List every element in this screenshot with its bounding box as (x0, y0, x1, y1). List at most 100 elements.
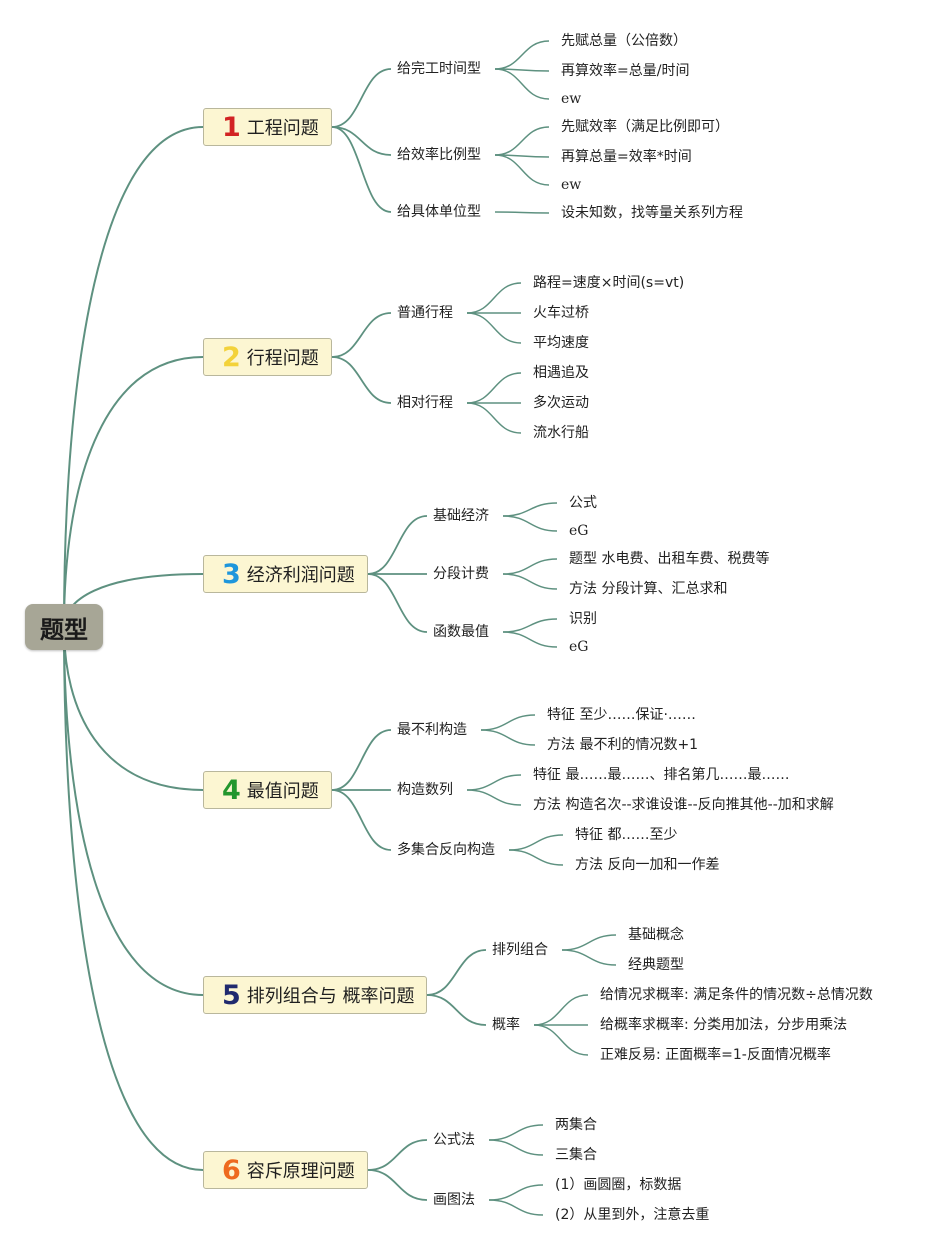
leaf-node[interactable]: 特征 至少……保证·…… (547, 707, 696, 723)
leaf-node[interactable]: 三集合 (555, 1147, 597, 1163)
topic-connector (367, 1139, 428, 1171)
leaf-node[interactable]: 先赋总量（公倍数） (561, 33, 687, 49)
leaf-connector (502, 573, 558, 590)
root-connector (63, 626, 204, 996)
leaf-connector (494, 154, 550, 186)
leaf-node[interactable]: 特征 都……至少 (575, 827, 678, 843)
leaf-connector (494, 68, 550, 100)
leaf-connector (561, 949, 617, 966)
leaf-node[interactable]: 基础概念 (628, 927, 684, 943)
subtopic-node[interactable]: 给完工时间型 (397, 61, 481, 77)
topic-connector (426, 994, 487, 1026)
root-label: 题型 (40, 615, 88, 644)
leaf-node[interactable]: 再算总量=效率*时间 (561, 149, 692, 165)
topic-node-2[interactable]: 2 行程问题 (203, 338, 332, 376)
leaf-connector (466, 312, 522, 344)
leaf-node[interactable]: 设未知数，找等量关系列方程 (561, 205, 743, 221)
topic-number: 5 (222, 979, 241, 1011)
leaf-connector (502, 558, 558, 575)
leaf-connector (533, 994, 589, 1026)
leaf-node[interactable]: ew (561, 177, 582, 193)
subtopic-node[interactable]: 相对行程 (397, 395, 453, 411)
topic-connector (367, 1169, 428, 1201)
subtopic-node[interactable]: 函数最值 (433, 624, 489, 640)
leaf-connector (502, 618, 558, 633)
topic-connector (331, 126, 392, 213)
leaf-node[interactable]: (1）画圆圈，标数据 (555, 1177, 682, 1193)
root-node[interactable]: 题型 (25, 604, 103, 650)
topic-node-1[interactable]: 1 工程问题 (203, 108, 332, 146)
leaf-node[interactable]: 方法 分段计算、汇总求和 (569, 581, 728, 597)
leaf-connector (508, 849, 564, 866)
leaf-connector (494, 211, 550, 214)
topic-label: 经济利润问题 (246, 565, 355, 586)
topic-connector (331, 789, 392, 851)
subtopic-node[interactable]: 普通行程 (397, 305, 453, 321)
leaf-node[interactable]: 路程=速度×时间(s=vt) (533, 275, 685, 291)
leaf-node[interactable]: 方法 最不利的情况数+1 (547, 737, 699, 753)
subtopic-node[interactable]: 给具体单位型 (397, 204, 481, 220)
root-connector (63, 126, 204, 628)
leaf-node[interactable]: 相遇追及 (533, 365, 589, 381)
leaf-node[interactable]: (2）从里到外，注意去重 (555, 1207, 710, 1223)
leaf-node[interactable]: 特征 最……最……、排名第几……最…… (533, 767, 790, 783)
leaf-node[interactable]: 两集合 (555, 1117, 597, 1133)
topic-number: 6 (222, 1154, 241, 1186)
leaf-node[interactable]: ew (561, 91, 582, 107)
leaf-connector (480, 729, 536, 746)
leaf-node[interactable]: 识别 (569, 611, 597, 627)
subtopic-node[interactable]: 给效率比例型 (397, 147, 481, 163)
topic-label: 行程问题 (246, 348, 319, 369)
topic-connector (331, 729, 392, 791)
leaf-node[interactable]: 给概率求概率: 分类用加法，分步用乘法 (600, 1017, 848, 1033)
topic-number: 2 (222, 341, 241, 373)
leaf-node[interactable]: 再算效率=总量/时间 (561, 63, 690, 79)
leaf-connector (561, 934, 617, 951)
topic-connector (367, 573, 428, 633)
subtopic-node[interactable]: 最不利构造 (397, 722, 467, 738)
leaf-connector (466, 282, 522, 314)
topic-connector (331, 356, 392, 404)
root-connector (63, 626, 204, 1171)
leaf-connector (488, 1139, 544, 1156)
leaf-node[interactable]: 方法 构造名次--求谁设谁--反向推其他--加和求解 (533, 797, 834, 813)
subtopic-node[interactable]: 公式法 (433, 1132, 475, 1148)
leaf-connector (502, 631, 558, 648)
leaf-node[interactable]: 平均速度 (533, 335, 589, 351)
topic-node-3[interactable]: 3 经济利润问题 (203, 555, 368, 593)
subtopic-node[interactable]: 画图法 (433, 1192, 475, 1208)
subtopic-node[interactable]: 概率 (492, 1017, 520, 1033)
topic-node-5[interactable]: 5 排列组合与 概率问题 (203, 976, 427, 1014)
subtopic-node[interactable]: 基础经济 (433, 508, 489, 524)
subtopic-node[interactable]: 多集合反向构造 (397, 842, 495, 858)
root-connector (63, 356, 204, 628)
topic-label: 最值问题 (246, 781, 319, 802)
topic-node-4[interactable]: 4 最值问题 (203, 771, 332, 809)
leaf-node[interactable]: 公式 (569, 495, 597, 511)
leaf-node[interactable]: eG (569, 639, 589, 655)
subtopic-node[interactable]: 分段计费 (433, 566, 489, 582)
topic-label: 排列组合与 概率问题 (246, 986, 415, 1007)
leaf-node[interactable]: 多次运动 (533, 395, 589, 411)
topic-node-6[interactable]: 6 容斥原理问题 (203, 1151, 368, 1189)
leaf-node[interactable]: eG (569, 523, 589, 539)
leaf-connector (466, 774, 522, 791)
topic-connector (331, 126, 392, 156)
leaf-node[interactable]: 方法 反向一加和一作差 (575, 857, 720, 873)
leaf-connector (480, 714, 536, 731)
topic-label: 容斥原理问题 (246, 1161, 355, 1182)
leaf-node[interactable]: 先赋效率（满足比例即可） (561, 119, 729, 135)
leaf-node[interactable]: 正难反易: 正面概率=1-反面情况概率 (600, 1047, 831, 1063)
leaf-connector (508, 834, 564, 851)
leaf-node[interactable]: 流水行船 (533, 425, 589, 441)
topic-connector (426, 949, 487, 996)
topic-connector (367, 515, 428, 575)
leaf-node[interactable]: 经典题型 (628, 957, 684, 973)
subtopic-node[interactable]: 构造数列 (397, 782, 453, 798)
leaf-node[interactable]: 火车过桥 (533, 305, 589, 321)
subtopic-node[interactable]: 排列组合 (492, 942, 548, 958)
leaf-node[interactable]: 给情况求概率: 满足条件的情况数÷总情况数 (600, 987, 873, 1003)
leaf-connector (533, 1024, 589, 1056)
leaf-node[interactable]: 题型 水电费、出租车费、税费等 (569, 551, 770, 567)
